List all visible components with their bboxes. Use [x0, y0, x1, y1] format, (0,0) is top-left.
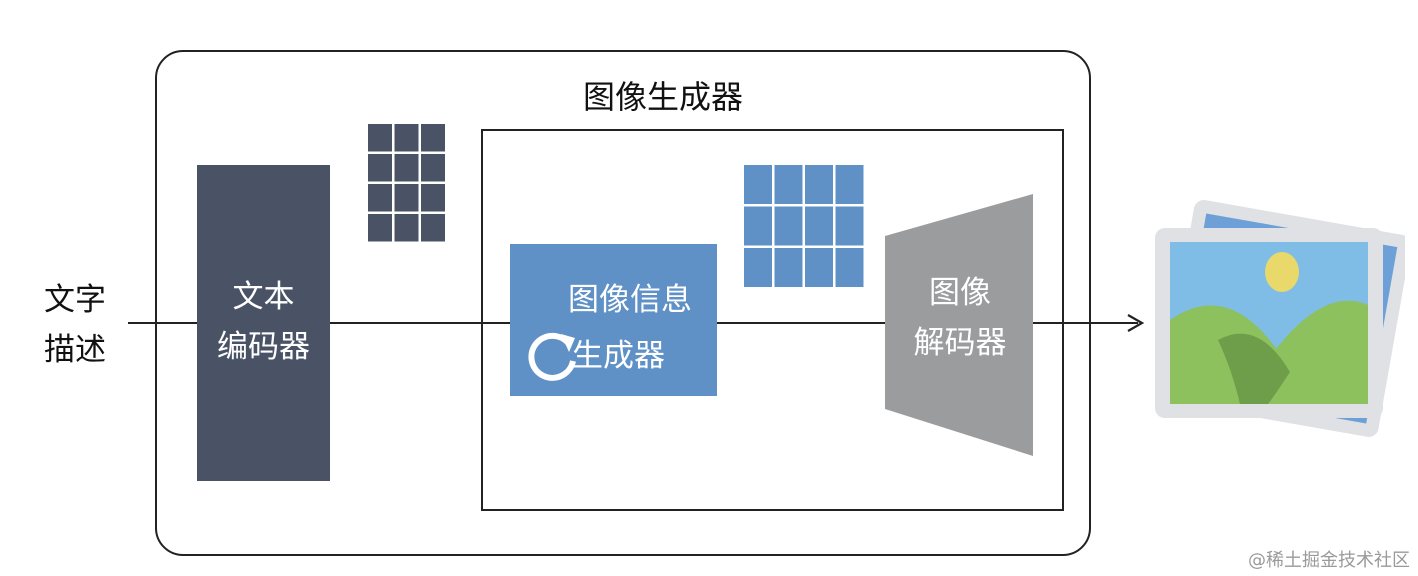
image-decoder-label-line2: 解码器 — [913, 325, 1007, 361]
latent-cell — [835, 206, 864, 246]
embedding-cell — [368, 184, 392, 212]
text-encoder-label-line2: 编码器 — [217, 329, 310, 365]
embedding-cell — [394, 154, 419, 182]
image-generator-title: 图像生成器 — [582, 78, 743, 116]
latent-cell — [774, 206, 803, 246]
image-decoder-block — [885, 194, 1033, 456]
latent-cell — [744, 206, 772, 246]
latent-cell — [835, 165, 864, 204]
embedding-cell — [368, 214, 392, 242]
latent-cell — [744, 248, 772, 287]
image-decoder-label: 图像 解码器 — [895, 268, 1025, 368]
image-decoder-label-line1: 图像 — [929, 275, 991, 311]
latent-cell — [835, 248, 864, 287]
embedding-cell — [394, 124, 419, 152]
image-info-generator-label-line2: 生成器 — [572, 338, 665, 374]
latent-cell — [774, 248, 803, 287]
text-encoder-label-line1: 文本 — [232, 279, 295, 315]
embedding-cell — [368, 154, 392, 182]
latent-cell — [805, 165, 833, 204]
text-description-label: 文字 描述 — [44, 275, 124, 375]
latent-grid — [744, 165, 864, 287]
latent-cell — [744, 165, 772, 204]
embedding-cell — [421, 124, 445, 152]
input-label-line2: 描述 — [44, 332, 106, 368]
embedding-cell — [394, 184, 419, 212]
latent-cell — [805, 206, 833, 246]
embedding-cell — [421, 184, 445, 212]
latent-cell — [774, 165, 803, 204]
embedding-cell — [421, 154, 445, 182]
latent-cell — [805, 248, 833, 287]
watermark: @稀土掘金技术社区 — [1248, 550, 1410, 571]
image-info-generator-label-line1: 图像信息 — [568, 282, 692, 318]
arrow-right-icon — [1127, 314, 1145, 332]
circular-arrow-icon — [528, 332, 576, 381]
embedding-cell — [394, 214, 419, 242]
image-info-generator-block — [510, 244, 717, 396]
embedding-cell — [421, 214, 445, 242]
embedding-cell — [368, 124, 392, 152]
text-encoder-label: 文本 编码器 — [197, 272, 330, 372]
text-encoder-block — [197, 165, 330, 481]
image-info-generator-box — [481, 129, 1064, 511]
input-label-line1: 文字 — [44, 282, 106, 318]
text-embedding-grid — [368, 124, 445, 242]
picture-icon — [1155, 200, 1405, 437]
